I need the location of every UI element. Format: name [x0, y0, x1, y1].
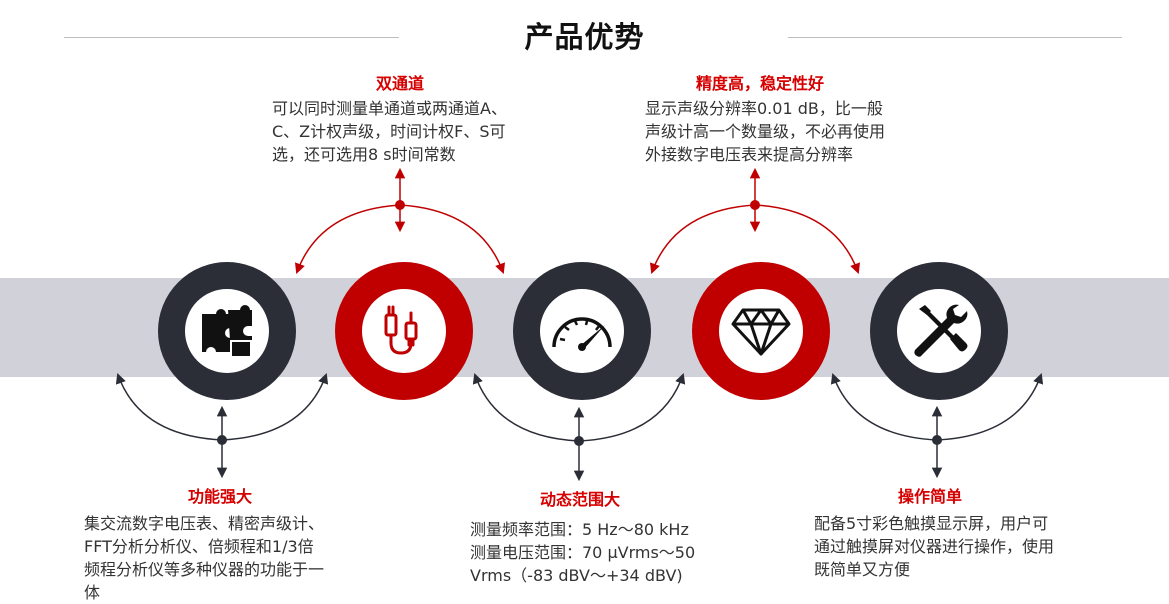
feature-desc-dual-channel: 可以同时测量单通道或两通道A、 C、Z计权声级，时间计权F、S可 选，还可选用8…: [272, 97, 507, 166]
connector-bottom-1: [115, 373, 329, 479]
connector-bottom-3: [830, 373, 1044, 479]
feature-title-function-rich: 功能强大: [187, 487, 252, 506]
title-rule-left: [64, 37, 399, 38]
node-dual-channel: [335, 262, 473, 400]
feature-desc-dynamic-range: 测量频率范围：5 Hz～80 kHz 测量电压范围：70 μVrms～50 Vr…: [470, 518, 695, 587]
desc-line: C、Z计权声级，时间计权F、S可: [272, 122, 506, 141]
desc-line: 测量电压范围：70 μVrms～50: [470, 543, 696, 562]
desc-line: 选，还可选用8 s时间常数: [272, 145, 456, 164]
desc-line: 声级计高一个数量级，不必再使用: [645, 122, 886, 141]
desc-line: 外接数字电压表来提高分辨率: [645, 145, 854, 164]
desc-line: 频程分析仪等多种仪器的功能于一: [84, 560, 325, 579]
desc-line: FFT分析分析仪、倍频程和1/3倍: [84, 537, 314, 556]
title-rule-right: [788, 37, 1122, 38]
speedometer-icon: [552, 317, 612, 351]
feature-title-high-precision: 精度高，稳定性好: [695, 74, 824, 93]
desc-line: Vrms（-83 dBV～+34 dBV): [470, 566, 683, 585]
desc-line: 可以同时测量单通道或两通道A、: [272, 99, 507, 118]
node-easy-operation: [870, 262, 1008, 400]
desc-line: 体: [84, 583, 101, 602]
desc-line: 既简单又方便: [814, 560, 911, 579]
feature-desc-high-precision: 显示声级分辨率0.01 dB，比一般 声级计高一个数量级，不必再使用 外接数字电…: [645, 97, 885, 166]
node-function-rich: [158, 262, 296, 400]
diamond-icon: [731, 308, 791, 356]
desc-line: 测量频率范围：5 Hz～80 kHz: [470, 520, 689, 539]
feature-title-dynamic-range: 动态范围大: [539, 490, 620, 509]
feature-desc-function-rich: 集交流数字电压表、精密声级计、 FFT分析分析仪、倍频程和1/3倍 频程分析仪等…: [84, 512, 324, 604]
puzzle-icon: [202, 305, 252, 356]
node-high-precision: [692, 262, 830, 400]
cable-connector-icon: [384, 305, 418, 355]
desc-line: 显示声级分辨率0.01 dB，比一般: [645, 99, 883, 118]
feature-title-easy-operation: 操作简单: [897, 487, 962, 506]
node-dynamic-range: [513, 262, 651, 400]
feature-title-dual-channel: 双通道: [375, 74, 424, 93]
page-title: 产品优势: [524, 20, 645, 54]
screwdriver-wrench-icon: [914, 304, 968, 357]
desc-line: 集交流数字电压表、精密声级计、: [84, 514, 325, 533]
desc-line: 通过触摸屏对仪器进行操作，使用: [814, 537, 1055, 556]
connector-bottom-2: [472, 373, 686, 482]
connector-top-1: [295, 167, 505, 274]
desc-line: 配备5寸彩色触摸显示屏，用户可: [814, 514, 1049, 533]
connector-top-2: [650, 167, 860, 274]
feature-desc-easy-operation: 配备5寸彩色触摸显示屏，用户可 通过触摸屏对仪器进行操作，使用 既简单又方便: [814, 512, 1054, 581]
